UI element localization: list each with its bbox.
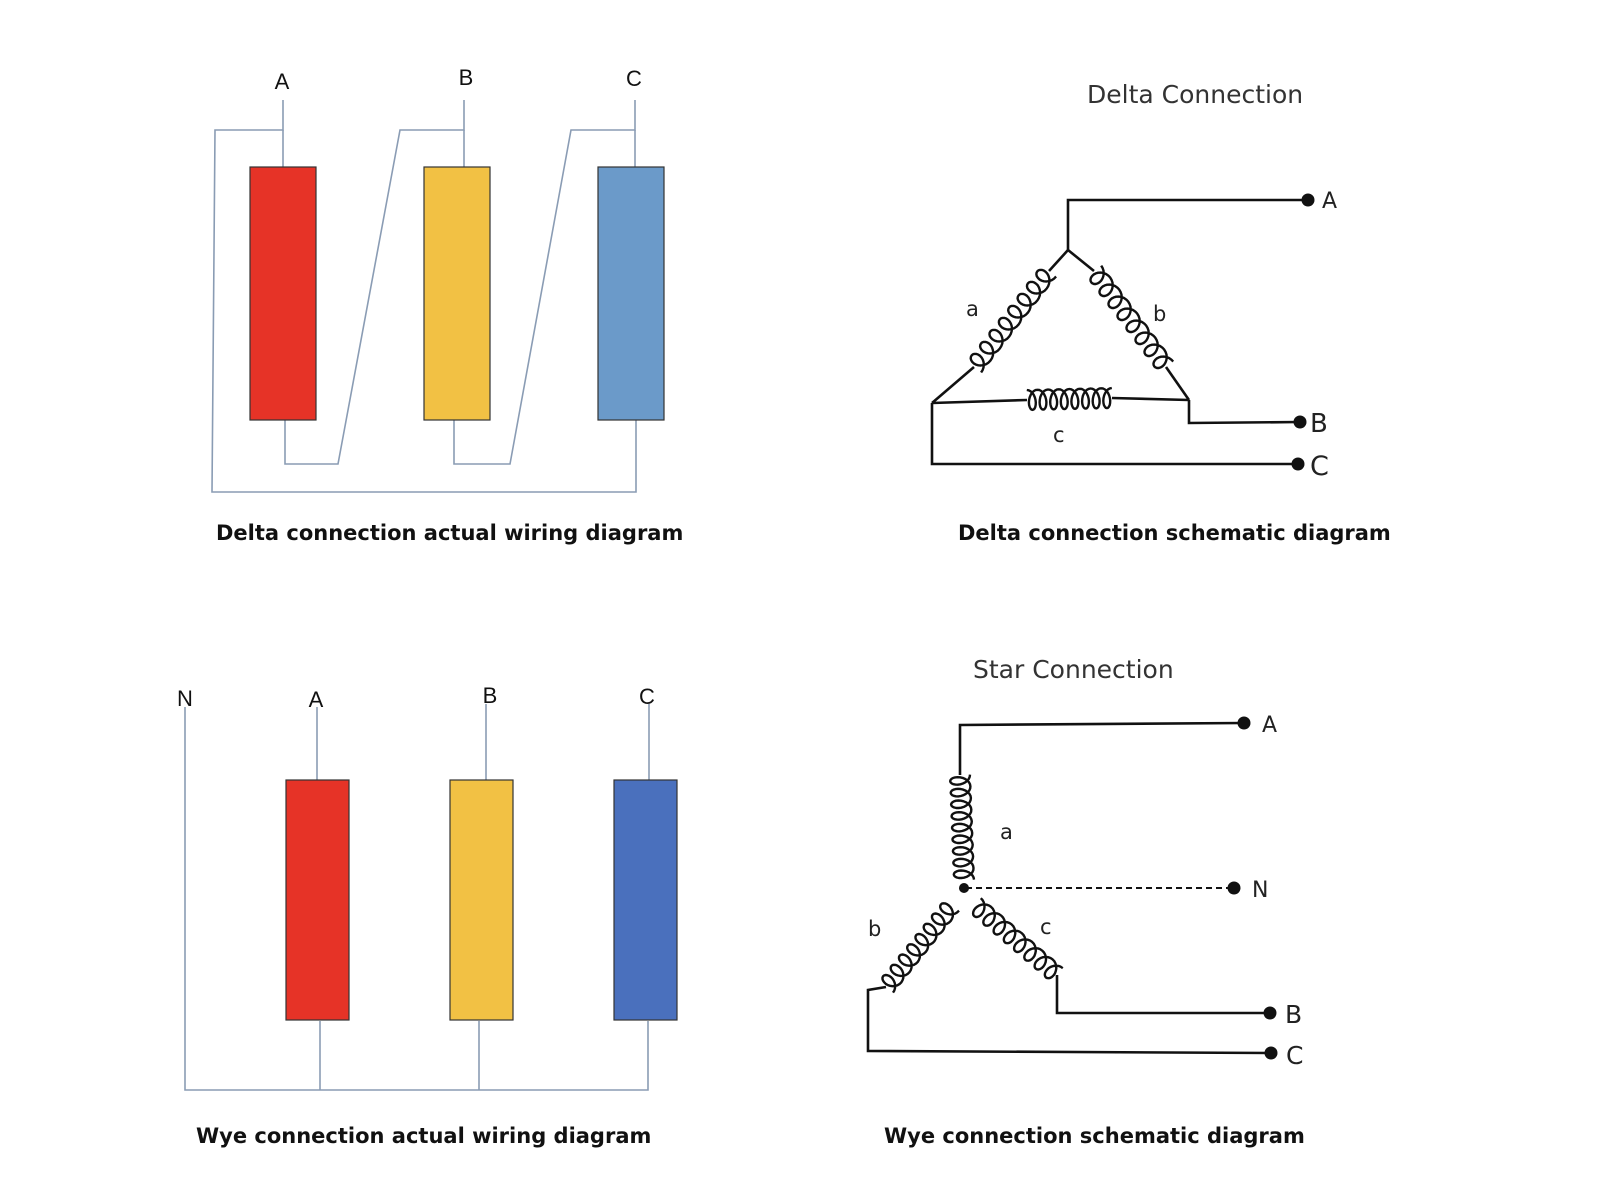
delta-coil-b	[1089, 264, 1175, 370]
delta-coil-a-to-left	[931, 366, 975, 404]
delta-apex-to-coil-a	[1048, 249, 1069, 272]
wye-winding-label-c: c	[1040, 915, 1052, 939]
delta-winding-a	[249, 166, 317, 421]
delta-schematic-title: Delta Connection	[1087, 80, 1303, 109]
wye-actual-caption: Wye connection actual wiring diagram	[196, 1124, 651, 1148]
delta-schematic-terminal-b: B	[1310, 409, 1328, 439]
delta-base-left	[931, 398, 1028, 405]
delta-schematic-terminal-a: A	[1322, 189, 1337, 214]
delta-coil-b-to-right	[1164, 366, 1191, 401]
delta-terminal-dot-a[interactable]	[1301, 193, 1315, 207]
wye-winding-a	[285, 779, 350, 1021]
delta-winding-label-b: b	[1153, 302, 1166, 326]
delta-terminal-dot-b[interactable]	[1293, 415, 1307, 429]
delta-base-right	[1111, 396, 1190, 402]
delta-actual-wiring-panel: A B C Delta connection actual wiring dia…	[211, 65, 683, 545]
delta-schematic-panel: Delta Connection A B C a b c Delta conne…	[930, 80, 1391, 545]
wye-actual-wires	[184, 704, 650, 1091]
delta-coil-a	[969, 268, 1057, 374]
wye-coil-b	[881, 902, 960, 994]
wye-terminal-dot-n[interactable]	[1227, 881, 1241, 895]
delta-winding-label-c: c	[1053, 423, 1065, 447]
wye-line-b	[1055, 975, 1270, 1015]
delta-terminal-label-b: B	[459, 65, 474, 90]
delta-wire-b-bottom-to-c	[453, 100, 636, 465]
wye-schematic-panel: Star Connection A N B C a b c Wye connec…	[866, 655, 1305, 1148]
wye-schematic-caption: Wye connection schematic diagram	[884, 1124, 1305, 1148]
delta-terminal-dot-c[interactable]	[1291, 457, 1305, 471]
delta-actual-wires	[211, 100, 637, 493]
delta-coil-c	[1026, 386, 1113, 412]
delta-winding-c	[597, 166, 665, 421]
wye-line-c	[866, 985, 1272, 1055]
wye-coil-a	[949, 774, 976, 880]
delta-schematic-terminal-c: C	[1310, 451, 1329, 482]
wye-neutral-bus	[184, 707, 649, 1091]
wye-winding-label-b: b	[868, 917, 881, 941]
wye-terminal-dot-b[interactable]	[1263, 1006, 1277, 1020]
wye-terminal-dot-a[interactable]	[1237, 716, 1251, 730]
wye-line-a	[958, 721, 1245, 775]
delta-line-a	[1066, 198, 1308, 250]
wye-winding-label-a: a	[1000, 820, 1013, 844]
delta-wire-a-bottom-to-b	[284, 100, 465, 465]
delta-actual-caption: Delta connection actual wiring diagram	[216, 521, 683, 545]
wye-terminal-label-c: C	[639, 684, 655, 709]
wye-terminal-dot-c[interactable]	[1264, 1046, 1278, 1060]
delta-winding-label-a: a	[966, 297, 979, 321]
wye-schematic-terminal-b: B	[1285, 1000, 1302, 1029]
delta-schematic-wires	[930, 198, 1308, 466]
delta-apex-to-coil-b	[1067, 248, 1095, 273]
delta-wire-a-loop	[211, 100, 637, 493]
wye-schematic-wires	[866, 721, 1272, 1055]
wye-winding-b	[449, 779, 514, 1021]
wye-actual-wiring-panel: N A B C Wye connection actual wiring dia…	[177, 683, 678, 1148]
wye-schematic-terminal-a: A	[1262, 713, 1277, 738]
wye-schematic-terminal-n: N	[1252, 878, 1268, 903]
delta-schematic-caption: Delta connection schematic diagram	[958, 521, 1391, 545]
delta-terminal-label-a: A	[275, 69, 290, 94]
wye-winding-c	[613, 779, 678, 1021]
wye-coil-c	[971, 897, 1064, 980]
delta-line-b	[1187, 400, 1301, 425]
delta-winding-b	[423, 166, 491, 421]
wye-schematic-terminal-c: C	[1286, 1041, 1303, 1070]
wye-terminal-label-a: A	[309, 687, 324, 712]
delta-line-c	[930, 403, 1298, 466]
wye-schematic-title: Star Connection	[973, 655, 1174, 684]
wye-terminal-label-n: N	[177, 686, 193, 711]
wye-terminal-label-b: B	[483, 683, 498, 708]
wye-star-point	[959, 883, 969, 893]
delta-terminal-label-c: C	[626, 66, 642, 91]
